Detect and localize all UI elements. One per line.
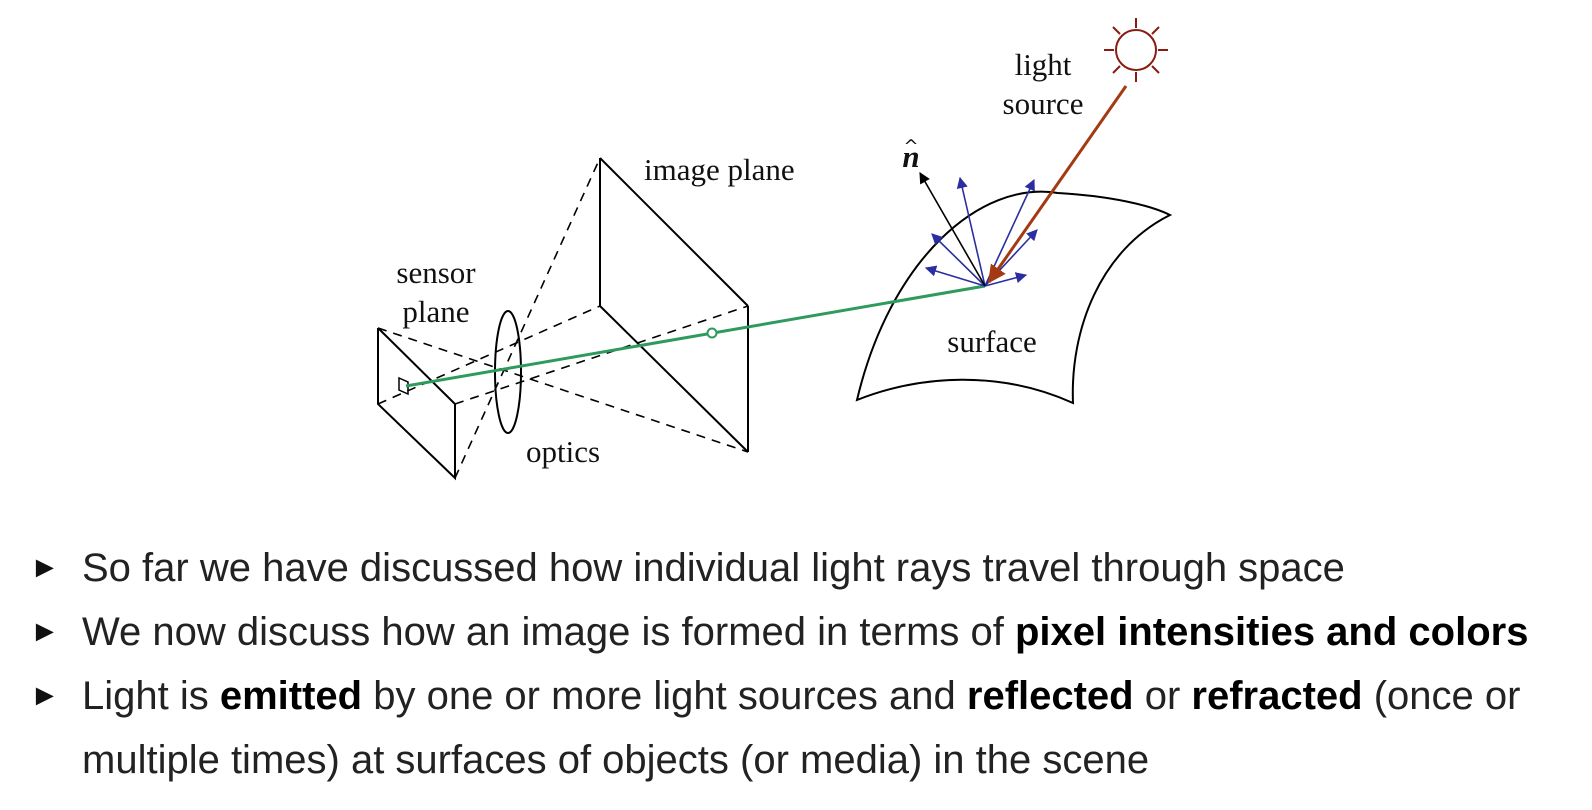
sensor-plane-label-2: plane — [402, 294, 469, 329]
bullet-emphasis: pixel intensities and colors — [1014, 610, 1529, 654]
projection-lines — [377, 157, 749, 479]
camera-ray — [405, 284, 986, 388]
bullet-marker-icon: ► — [30, 679, 60, 712]
bullet-item: ► Light is emitted by one or more light … — [30, 664, 1590, 792]
bullet-text: Light is emitted by one or more light so… — [82, 664, 1590, 792]
bullet-text: So far we have discussed how individual … — [82, 536, 1590, 600]
image-plane-label: image plane — [644, 152, 795, 187]
bullet-emphasis: emitted — [219, 674, 363, 718]
incident-light-ray — [987, 85, 1128, 284]
bullet-emphasis: refracted — [1191, 674, 1363, 718]
normal-hat: ^ — [903, 136, 918, 157]
surface-normal-arrow — [919, 172, 986, 287]
bullet-text: We now discuss how an image is formed in… — [82, 600, 1590, 664]
light-source-label: light — [1015, 47, 1072, 82]
normal-label: n — [902, 139, 919, 174]
bullet-segment: We now discuss how an image is formed in… — [82, 610, 1015, 654]
bullet-segment: Light is — [82, 674, 220, 718]
bullet-segment: or — [1133, 674, 1192, 718]
bullet-segment: by one or more light sources and — [362, 674, 967, 718]
image-plane — [599, 157, 749, 453]
bullet-emphasis: reflected — [966, 674, 1134, 718]
sun-icon — [1104, 18, 1168, 82]
image-formation-diagram: light source image plane sensor plane op… — [377, 18, 1173, 481]
surface-label: surface — [947, 324, 1037, 359]
bullet-marker-icon: ► — [30, 551, 60, 584]
bullet-item: ► So far we have discussed how individua… — [30, 536, 1590, 600]
optics-label: optics — [526, 434, 600, 469]
sensor-plane-label: sensor — [396, 255, 476, 290]
bullet-segment: So far we have discussed how individual … — [82, 546, 1345, 590]
sensor-plane — [377, 327, 456, 481]
bullet-list: ► So far we have discussed how individua… — [30, 536, 1590, 792]
surface-patch — [855, 190, 1173, 405]
optics-lens — [494, 310, 522, 434]
bullet-item: ► We now discuss how an image is formed … — [30, 600, 1590, 664]
ray-point — [706, 327, 718, 339]
bullet-marker-icon: ► — [30, 615, 60, 648]
light-source-label-2: source — [1003, 86, 1084, 121]
bullet-segment: (once or multiple times) at surfaces of … — [82, 674, 1521, 782]
